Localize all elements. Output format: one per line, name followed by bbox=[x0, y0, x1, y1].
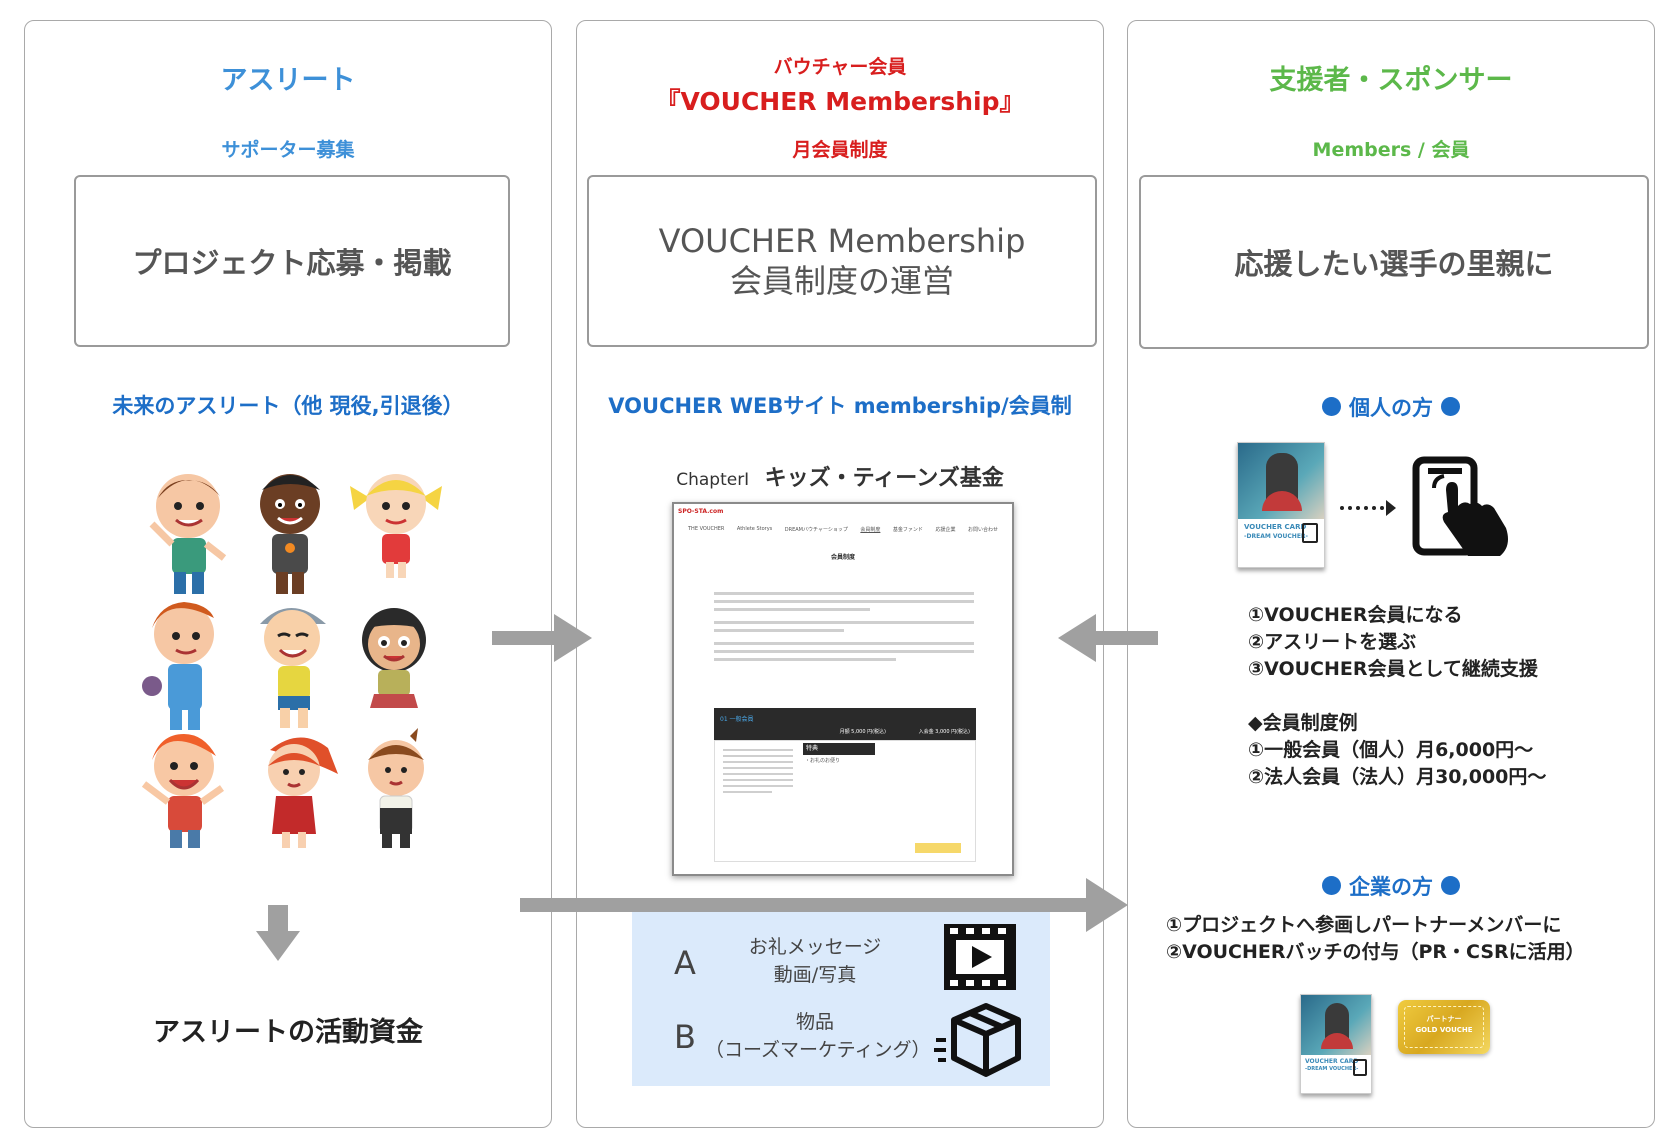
foster-parent-box: 応援したい選手の里親に bbox=[1139, 175, 1649, 349]
reward-a-line2: 動画/写真 bbox=[773, 964, 857, 986]
corporate-item: ②VOUCHERバッチの付与（PR・CSRに活用） bbox=[1166, 941, 1585, 963]
foster-parent-text: 応援したい選手の里親に bbox=[1234, 247, 1554, 281]
left-arrow-icon bbox=[1058, 614, 1158, 662]
site-nav: THE VOUCHER Athlete Storys DREAMバウチャーショッ… bbox=[688, 526, 998, 533]
site-benefit-label: 特典 bbox=[803, 743, 875, 755]
gold-voucher-line1: パートナー bbox=[1426, 1015, 1462, 1023]
membership-operation-box: VOUCHER Membership 会員制度の運営 bbox=[587, 175, 1097, 347]
membership-box-line1: VOUCHER Membership bbox=[658, 222, 1026, 260]
athlete-subtitle: サポーター募集 bbox=[221, 139, 355, 161]
site-price-monthly: 月額 5,000 円(税込) bbox=[839, 729, 886, 735]
step-item: ②アスリートを選ぶ bbox=[1248, 631, 1417, 653]
down-arrow-icon bbox=[256, 905, 300, 961]
smartphone-tap-icon bbox=[1412, 456, 1508, 556]
site-nav-item[interactable]: 会員制度 bbox=[860, 527, 881, 533]
dotted-arrow-icon bbox=[1340, 500, 1396, 516]
site-apply-button[interactable] bbox=[915, 843, 961, 853]
site-plan-body: 特典 ・お礼のお便り bbox=[714, 740, 976, 862]
corporate-heading: 企業の方 bbox=[1127, 871, 1655, 901]
bullet-icon bbox=[1441, 397, 1460, 416]
chapter-heading: ChapterⅠ キッズ・ティーンズ基金 bbox=[576, 460, 1104, 492]
bullet-icon bbox=[1322, 397, 1341, 416]
site-heading: 会員制度 bbox=[830, 554, 855, 561]
project-apply-text: プロジェクト応募・掲載 bbox=[132, 246, 452, 280]
child-7 bbox=[141, 734, 225, 848]
reward-a-text: お礼メッセージ 動画/写真 bbox=[730, 933, 900, 989]
site-nav-item[interactable]: 基金ファンド bbox=[892, 527, 923, 533]
card-title: VOUCHER CARD bbox=[1244, 523, 1307, 531]
child-5 bbox=[260, 608, 326, 728]
athlete-title: アスリート bbox=[220, 65, 356, 96]
chapter-title: キッズ・ティーンズ基金 bbox=[764, 466, 1004, 491]
bullet-icon bbox=[1441, 876, 1460, 895]
child-2 bbox=[260, 474, 320, 594]
future-athletes-label: 未来のアスリート（他 現役,引退後） bbox=[112, 394, 464, 418]
site-nav-item[interactable]: 応援企業 bbox=[935, 527, 956, 533]
sponsor-title: 支援者・スポンサー bbox=[1269, 65, 1513, 96]
project-apply-box: プロジェクト応募・掲載 bbox=[74, 175, 510, 347]
voucher-title-line1: バウチャー会員 bbox=[773, 56, 907, 78]
gold-voucher-badge: パートナー GOLD VOUCHE bbox=[1398, 1000, 1490, 1054]
membership-examples: ◆会員制度例 ①一般会員（個人）月6,000円〜 ②法人会員（法人）月30,00… bbox=[1248, 710, 1546, 791]
site-benefit-item: ・お礼のお便り bbox=[805, 758, 841, 764]
example-heading: ◆会員制度例 bbox=[1248, 712, 1358, 734]
site-plan-desc bbox=[723, 749, 793, 797]
site-nav-item[interactable]: お問い合わせ bbox=[967, 527, 998, 533]
example-item: ②法人会員（法人）月30,000円〜 bbox=[1248, 766, 1547, 788]
child-3 bbox=[350, 474, 442, 578]
individual-steps: ①VOUCHER会員になる ②アスリートを選ぶ ③VOUCHER会員として継続支… bbox=[1248, 602, 1538, 683]
card-badge-icon bbox=[1302, 523, 1318, 543]
athlete-funds-text: アスリートの活動資金 bbox=[153, 1017, 423, 1048]
voucher-card-image: VOUCHER CARD -DREAM VOUCHER- bbox=[1237, 442, 1325, 568]
voucher-card-small-image: VOUCHER CARD -DREAM VOUCHER- bbox=[1300, 994, 1372, 1094]
reward-a-line1: お礼メッセージ bbox=[748, 936, 882, 958]
gold-voucher-line2: GOLD VOUCHE bbox=[1415, 1026, 1473, 1034]
site-plan-header: 01 一般会員 月額 5,000 円(税込) 入会金 3,000 円(税込) bbox=[714, 708, 976, 740]
child-4 bbox=[142, 602, 214, 730]
voucher-subtitle: 月会員制度 bbox=[792, 139, 888, 161]
site-nav-item[interactable]: DREAMバウチャーショップ bbox=[784, 527, 848, 533]
corporate-items: ①プロジェクトへ参画しパートナーメンバーに ②VOUCHERバッチの付与（PR・… bbox=[1166, 912, 1585, 966]
corporate-label: 企業の方 bbox=[1349, 875, 1433, 899]
long-right-arrow-icon bbox=[520, 878, 1128, 932]
site-plan-title: 01 一般会員 bbox=[720, 716, 754, 723]
child-6 bbox=[362, 608, 426, 708]
chapter-label: ChapterⅠ bbox=[676, 470, 750, 490]
reward-b-line1: 物品 bbox=[795, 1011, 834, 1033]
site-body-text bbox=[714, 592, 974, 661]
child-9 bbox=[368, 728, 424, 848]
child-1 bbox=[149, 474, 227, 594]
box-icon bbox=[934, 1003, 1021, 1077]
corporate-item: ①プロジェクトへ参画しパートナーメンバーに bbox=[1166, 914, 1562, 936]
individual-heading: 個人の方 bbox=[1127, 392, 1655, 422]
child-8 bbox=[268, 737, 338, 848]
children-illustration bbox=[141, 474, 442, 848]
website-label: VOUCHER WEBサイト membership/会員制 bbox=[608, 394, 1072, 418]
individual-label: 個人の方 bbox=[1349, 396, 1433, 420]
site-logo: SPO-STA.com bbox=[678, 508, 724, 515]
small-card-title: VOUCHER CARD bbox=[1305, 1058, 1359, 1065]
film-icon bbox=[944, 924, 1016, 990]
reward-b-line2: （コーズマーケティング） bbox=[705, 1039, 931, 1061]
step-item: ③VOUCHER会員として継続支援 bbox=[1248, 658, 1538, 680]
right-arrow-icon bbox=[492, 614, 592, 662]
voucher-title-line2: 『VOUCHER Membership』 bbox=[655, 87, 1025, 116]
example-item: ①一般会員（個人）月6,000円〜 bbox=[1248, 739, 1534, 761]
bullet-icon bbox=[1322, 876, 1341, 895]
membership-box-line2: 会員制度の運営 bbox=[729, 262, 954, 300]
small-card-subtitle: -DREAM VOUCHER- bbox=[1305, 1066, 1359, 1072]
site-price-join: 入会金 3,000 円(税込) bbox=[918, 729, 970, 735]
sponsor-subtitle: Members / 会員 bbox=[1312, 139, 1470, 161]
card-subtitle: -DREAM VOUCHER- bbox=[1244, 533, 1309, 540]
website-screenshot: SPO-STA.com THE VOUCHER Athlete Storys D… bbox=[672, 502, 1014, 876]
reward-b-letter: B bbox=[674, 1018, 696, 1056]
reward-b-text: 物品 （コーズマーケティング） bbox=[705, 1008, 931, 1064]
site-nav-item[interactable]: Athlete Storys bbox=[736, 526, 773, 532]
small-card-badge-icon bbox=[1353, 1059, 1367, 1076]
step-item: ①VOUCHER会員になる bbox=[1248, 604, 1463, 626]
site-nav-item[interactable]: THE VOUCHER bbox=[688, 526, 725, 532]
reward-a-letter: A bbox=[674, 944, 696, 982]
